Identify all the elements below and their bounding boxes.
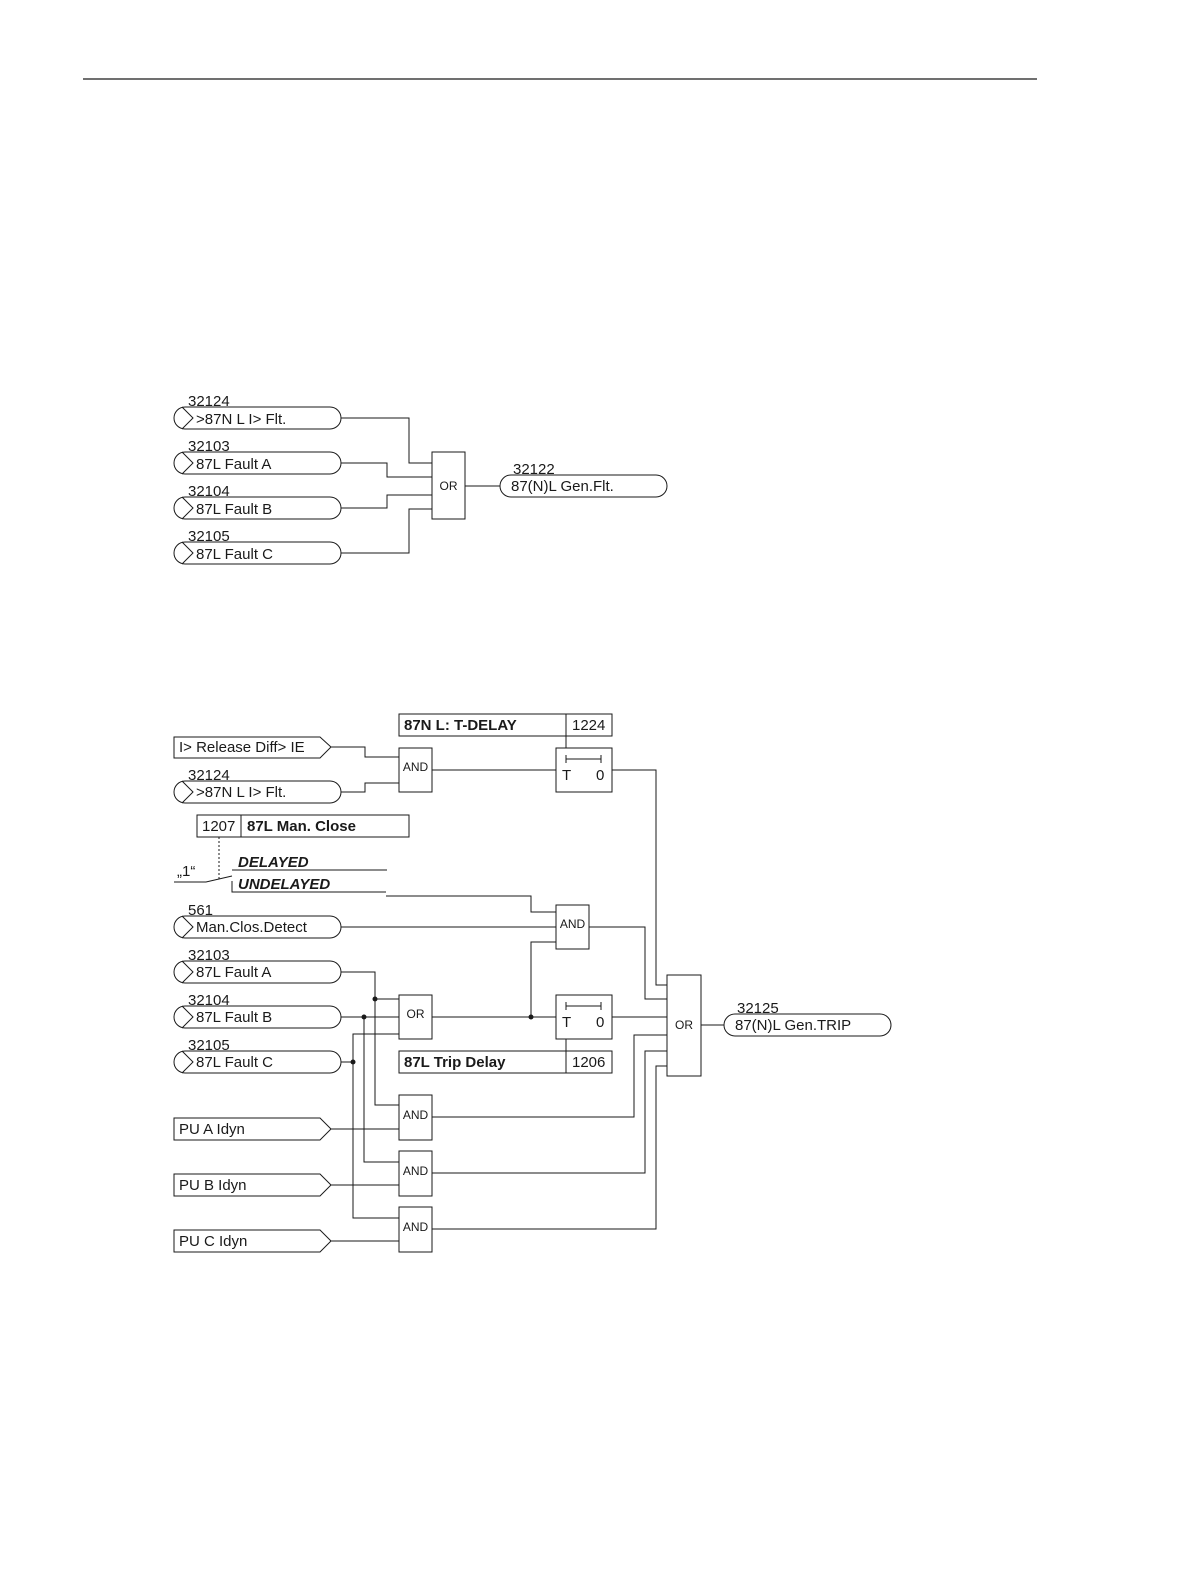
input-fault-b-number: 32104 <box>188 483 230 500</box>
input-87n-flt-label: >87N L I> Flt. <box>196 411 286 428</box>
trip-delay-parameter: 87L Trip Delay 1206 <box>398 1050 613 1074</box>
input-fault-a-2: 32103 87L Fault A <box>173 947 342 984</box>
input-pu-b: PU B Idyn <box>173 1173 332 1197</box>
tdelay-t: T <box>562 767 571 784</box>
input-fault-a-number: 32103 <box>188 438 230 455</box>
input-pu-c: PU C Idyn <box>173 1229 332 1253</box>
tdelay-parameter: 87N L: T-DELAY 1224 <box>398 713 613 737</box>
and-gate-release <box>398 747 433 793</box>
or-gate-faults <box>398 994 433 1040</box>
and-gate-pu-c-label: AND <box>403 1220 429 1234</box>
and-gate-pu-a <box>398 1094 433 1141</box>
constant-one: „1“ <box>177 863 195 880</box>
wire-fault-c-to-or <box>341 508 432 554</box>
trip-delay-name: 87L Trip Delay <box>404 1054 506 1071</box>
input-fault-c-2-label: 87L Fault C <box>196 1054 273 1071</box>
input-fault-b-2-label: 87L Fault B <box>196 1009 272 1026</box>
input-pu-c-label: PU C Idyn <box>179 1233 247 1250</box>
input-fault-c-number: 32105 <box>188 528 230 545</box>
input-87n-flt: 32124 >87N L I> Flt. <box>173 393 342 430</box>
tdelay-number: 1224 <box>572 717 605 734</box>
and-gate-pu-b-label: AND <box>403 1164 429 1178</box>
and-gate-pu-a-label: AND <box>403 1108 429 1122</box>
output-gen-flt-number: 32122 <box>513 461 555 478</box>
and-gate-man-close <box>555 904 590 950</box>
input-fault-b-label: 87L Fault B <box>196 501 272 518</box>
tdelay-zero: 0 <box>596 767 604 784</box>
input-man-clos-detect: 561 Man.Clos.Detect <box>173 902 342 939</box>
input-fault-c-label: 87L Fault C <box>196 546 273 563</box>
or-gate-label: OR <box>440 479 458 493</box>
input-fault-a-label: 87L Fault A <box>196 456 271 473</box>
man-close-name: 87L Man. Close <box>247 818 356 835</box>
output-gen-flt: 32122 87(N)L Gen.Flt. <box>499 461 668 498</box>
wire-87n-to-or <box>341 417 432 464</box>
wire-fault-a-to-or <box>341 462 432 478</box>
trip-delay-zero: 0 <box>596 1014 604 1031</box>
input-fault-c-2: 32105 87L Fault C <box>173 1037 342 1074</box>
tdelay-timer: T 0 <box>555 747 613 793</box>
input-87n-flt-2-number: 32124 <box>188 767 230 784</box>
input-pu-a-label: PU A Idyn <box>179 1121 245 1138</box>
input-87n-flt-2-label: >87N L I> Flt. <box>196 784 286 801</box>
output-gen-flt-label: 87(N)L Gen.Flt. <box>511 478 614 495</box>
and-gate-man-close-label: AND <box>560 917 586 931</box>
or-gate-trip-label: OR <box>675 1018 693 1032</box>
or-gate-trip <box>666 974 702 1077</box>
input-fault-a: 32103 87L Fault A <box>173 438 342 475</box>
input-release-diff: I> Release Diff> IE <box>173 736 332 759</box>
input-fault-a-2-number: 32103 <box>188 947 230 964</box>
diagram-general-trip: 87N L: T-DELAY 1224 I> Release Diff> IE … <box>173 713 892 1253</box>
man-close-number: 1207 <box>202 818 235 835</box>
input-fault-b: 32104 87L Fault B <box>173 483 342 520</box>
input-fault-c-2-number: 32105 <box>188 1037 230 1054</box>
input-man-clos-detect-label: Man.Clos.Detect <box>196 919 308 936</box>
delay-switch: „1“ DELAYED UNDELAYED <box>174 854 387 893</box>
input-fault-b-2-number: 32104 <box>188 992 230 1009</box>
tdelay-name: 87N L: T-DELAY <box>404 717 517 734</box>
input-fault-c: 32105 87L Fault C <box>173 528 342 565</box>
man-close-parameter: 1207 87L Man. Close <box>196 814 410 838</box>
and-gate-release-label: AND <box>403 760 429 774</box>
input-pu-b-label: PU B Idyn <box>179 1177 247 1194</box>
input-pu-a: PU A Idyn <box>173 1117 332 1141</box>
output-gen-trip-label: 87(N)L Gen.TRIP <box>735 1017 851 1034</box>
trip-delay-timer: T 0 <box>555 994 613 1040</box>
output-gen-trip: 32125 87(N)L Gen.TRIP <box>723 1000 892 1037</box>
input-87n-flt-2: 32124 >87N L I> Flt. <box>173 767 342 804</box>
input-fault-a-2-label: 87L Fault A <box>196 964 271 981</box>
input-man-clos-detect-number: 561 <box>188 902 213 919</box>
input-fault-b-2: 32104 87L Fault B <box>173 992 342 1029</box>
trip-delay-t: T <box>562 1014 571 1031</box>
input-release-diff-label: I> Release Diff> IE <box>179 739 305 756</box>
and-gate-pu-b <box>398 1150 433 1197</box>
output-gen-trip-number: 32125 <box>737 1000 779 1017</box>
wire-fault-b-to-or <box>341 494 432 509</box>
input-87n-flt-number: 32124 <box>188 393 230 410</box>
diagram-general-fault: 32124 >87N L I> Flt. 32103 87L Fault A 3… <box>173 393 668 565</box>
or-gate-faults-label: OR <box>407 1007 425 1021</box>
switch-delayed: DELAYED <box>238 854 309 871</box>
switch-undelayed: UNDELAYED <box>238 876 330 893</box>
and-gate-pu-c <box>398 1206 433 1253</box>
trip-delay-number: 1206 <box>572 1054 605 1071</box>
